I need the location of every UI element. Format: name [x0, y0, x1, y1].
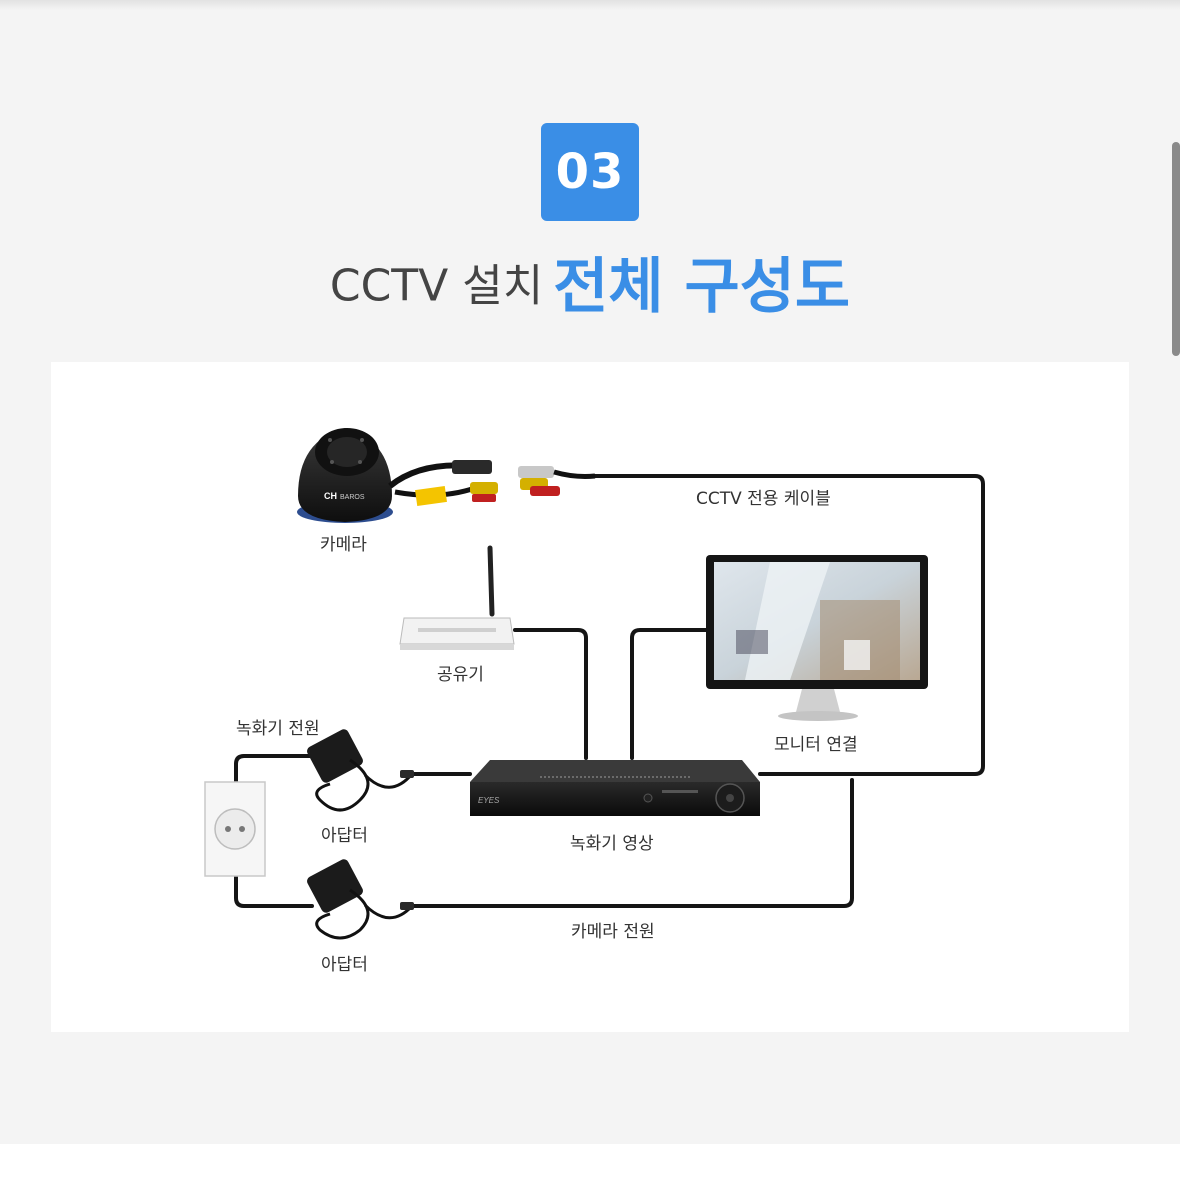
top-shadow	[0, 0, 1180, 10]
step-badge: 03	[541, 123, 639, 221]
wall-outlet	[204, 781, 266, 877]
camera-power-label: 카메라 전원	[571, 922, 655, 942]
router-line	[513, 628, 588, 760]
recorder-device: EYES	[470, 760, 760, 816]
title-light: CCTV 설치	[329, 260, 544, 312]
svg-text:BAROS: BAROS	[340, 494, 365, 501]
adapter-bottom	[307, 859, 414, 940]
outlet-to-adapter-bottom	[234, 874, 314, 908]
step-number: 03	[555, 144, 625, 200]
monitor-line	[630, 628, 708, 760]
router-device	[399, 545, 515, 650]
camera-cable	[388, 460, 596, 507]
svg-text:EYES: EYES	[478, 796, 500, 805]
adapter-top-label: 아답터	[321, 826, 368, 846]
dome-camera: CH BAROS	[297, 428, 393, 523]
camera-power-line	[410, 778, 854, 908]
diagram-panel	[51, 362, 1129, 1032]
page-scrollbar[interactable]	[1172, 142, 1180, 356]
monitor-device	[706, 555, 928, 721]
adapter-top	[307, 729, 414, 812]
recorder-video-label: 녹화기 영상	[570, 834, 654, 854]
camera-brand-text: CH	[324, 491, 337, 501]
router-label: 공유기	[437, 665, 484, 685]
cctv-cable-line	[588, 474, 985, 776]
cctv-cable-label: CCTV 전용 케이블	[696, 489, 831, 509]
monitor-label: 모니터 연결	[774, 735, 858, 755]
camera-label: 카메라	[320, 535, 367, 555]
recorder-power-line	[234, 754, 314, 784]
title-strong: 전체 구성도	[553, 252, 851, 322]
adapter-bottom-label: 아답터	[321, 955, 368, 975]
connection-lines	[234, 474, 985, 908]
bottom-band	[0, 1144, 1180, 1180]
recorder-power-label: 녹화기 전원	[236, 719, 320, 739]
